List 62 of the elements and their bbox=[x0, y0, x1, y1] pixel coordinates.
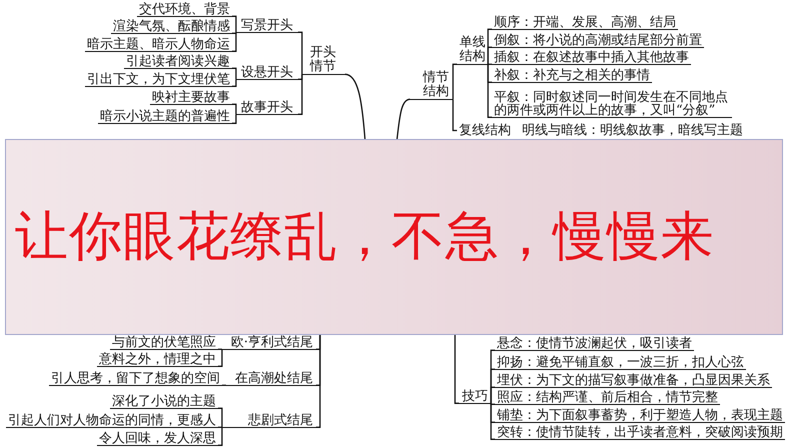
leaf-label: 引起读者阅读兴趣 bbox=[124, 55, 232, 69]
leaf-label: 插叙：在叙述故事中插入其他故事 bbox=[492, 51, 691, 65]
leaf-label: 映衬主要故事 bbox=[150, 91, 232, 105]
leaf-label: 引出下文，为下文埋伏笔 bbox=[85, 73, 232, 87]
branch-label: 单线结构 bbox=[457, 36, 488, 65]
connector-line bbox=[452, 99, 457, 132]
leaf-label: 顺序：开端、发展、高潮、结局 bbox=[492, 16, 678, 30]
leaf-label: 暗示主题、暗示人物命运 bbox=[85, 38, 232, 52]
connector-line bbox=[222, 384, 227, 386]
connector-line bbox=[487, 64, 492, 118]
leaf-label: 渲染气氛、酝酿情感 bbox=[111, 20, 232, 34]
leaf-label: 意料之外，情理之中 bbox=[97, 353, 218, 367]
connector-line bbox=[452, 64, 457, 100]
connector-line bbox=[490, 403, 495, 440]
leaf-label: 补叙：补充与之相关的事情 bbox=[492, 69, 652, 83]
connector-line bbox=[232, 104, 237, 114]
connector-line bbox=[316, 334, 321, 428]
branch-label: 悲剧式结尾 bbox=[222, 414, 316, 428]
connector-line bbox=[490, 386, 495, 404]
connector-line bbox=[232, 79, 237, 87]
connector-line bbox=[490, 403, 495, 405]
connector-line bbox=[218, 348, 223, 350]
connector-line bbox=[232, 16, 237, 32]
connector-line bbox=[218, 349, 223, 367]
branch-label: 欧·亨利式结尾 bbox=[222, 336, 316, 350]
connector-line bbox=[232, 32, 237, 34]
leaf-label: 平叙：同时叙述同一时间发生在不同地点的两件或两件以上的故事，又叫“分叙” bbox=[492, 91, 732, 118]
leaf-label: 照应：结构严谨、前后相合，情节完整 bbox=[495, 391, 720, 405]
branch-label: 情节结构 bbox=[410, 71, 453, 100]
connector-line bbox=[454, 334, 459, 404]
leaf-label: 埋伏：为下文的描写叙事做准备，凸显因果关系 bbox=[495, 374, 772, 388]
leaf-label: 深化了小说的主题 bbox=[110, 395, 218, 409]
branch-label: 技巧 bbox=[459, 390, 491, 404]
leaf-label: 铺垫：为下面叙事蓄势，利于塑造人物，表现主题 bbox=[495, 409, 785, 423]
connector-line bbox=[487, 64, 492, 65]
branch-label: 在高潮处结尾 bbox=[226, 372, 316, 386]
leaf-label: 引起人们对人物命运的同情，更感人 bbox=[6, 414, 218, 428]
leaf-label: 明线与暗线：明线叙故事，暗线写主题 bbox=[520, 124, 745, 137]
leaf-label: 悬念：使情节波澜起伏，吸引读者 bbox=[495, 337, 694, 351]
branch-label: 设悬开头 bbox=[236, 66, 298, 80]
connector-line bbox=[232, 32, 237, 52]
connector-line bbox=[298, 32, 303, 74]
leaf-label: 令人回味，发人深思 bbox=[97, 432, 218, 446]
banner: 让你眼花缭乱，不急，慢慢来 bbox=[5, 139, 783, 335]
leaf-label: 暗示小说主题的普遍性 bbox=[98, 110, 232, 124]
leaf-label: 抑扬：避免平铺直叙，一波三折，扣人心弦 bbox=[495, 356, 746, 370]
connector-line bbox=[218, 408, 223, 428]
leaf-label: 引人思考，留下了想象的空间 bbox=[49, 372, 222, 386]
connector-line bbox=[232, 68, 237, 80]
leaf-label: 倒叙：将小说的高潮或结尾部分前置 bbox=[492, 34, 704, 48]
leaf-label: 与前文的伏笔照应 bbox=[110, 336, 218, 350]
branch-label: 写景开头 bbox=[236, 19, 298, 33]
leaf-label: 突转：使情节陡转，出乎读者意料，突破阅读预期 bbox=[495, 426, 785, 440]
branch-label: 故事开头 bbox=[236, 101, 298, 115]
leaf-label: 交代环境、背景 bbox=[137, 3, 232, 17]
branch-label: 复线结构 bbox=[457, 124, 513, 137]
connector-line bbox=[218, 426, 223, 428]
connector-line bbox=[218, 427, 223, 446]
connector-line bbox=[298, 74, 303, 115]
connector-line bbox=[487, 46, 492, 64]
branch-label: 开头情节 bbox=[302, 46, 345, 75]
connector-line bbox=[232, 114, 237, 124]
